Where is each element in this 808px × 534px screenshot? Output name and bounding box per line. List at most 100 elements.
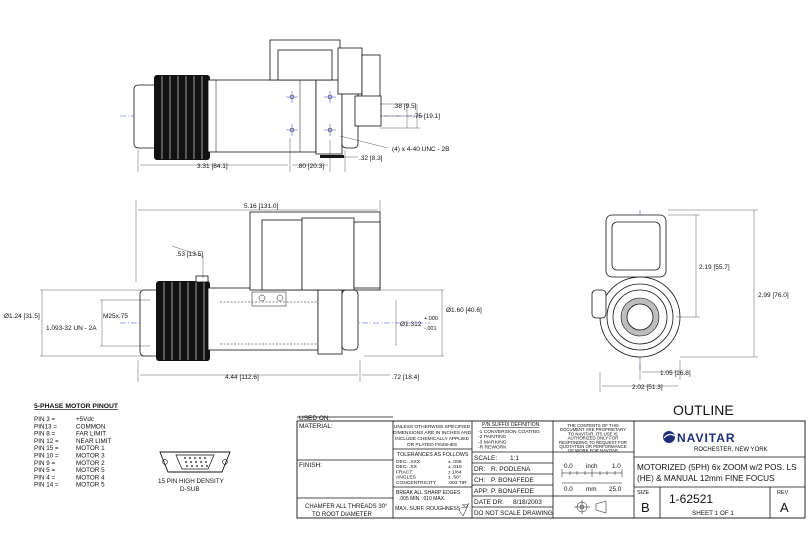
pin-number: PIN 14 = xyxy=(34,482,59,489)
pin-number: PIN 10 = xyxy=(34,453,59,460)
navitar-logo: NAVITAR xyxy=(663,431,736,445)
pin-number: PIN 4 = xyxy=(34,474,55,481)
dim-end-width-half: 1.05 [26.8] xyxy=(660,370,691,377)
pin-signal: MOTOR 4 xyxy=(76,474,105,481)
dim-lower-length: 4.44 [112.6] xyxy=(225,374,259,381)
approved-by-value: P. BONAFEDE xyxy=(491,488,535,495)
pin-signal: +5Vdc xyxy=(76,416,94,423)
dim-end-width-total: 2.02 [51.3] xyxy=(632,384,663,391)
pin-signal: NEAR LIMIT xyxy=(76,438,111,445)
top-view: 3.31 [84.1] .80 [20.3] .32 [8.3] .38 [9.… xyxy=(120,39,449,172)
scale-ruler xyxy=(561,469,623,484)
pin-signal: MOTOR 2 xyxy=(76,460,105,467)
pin-signal: COMMON xyxy=(76,423,106,430)
dim-hole-offset: .32 [8.3] xyxy=(359,155,383,162)
unless-line-1: UNLESS OTHERWISE SPECIFIED xyxy=(394,424,471,430)
projection-symbol-icon xyxy=(574,500,607,514)
drawn-by-value: R. PODLENA xyxy=(491,466,531,473)
company-name: NAVITAR xyxy=(677,431,736,445)
pinout-title: 5-PHASE MOTOR PINOUT xyxy=(34,403,119,410)
side-view: 5.16 [131.0] .53 [13.5] Ø1.24 [31.5] 1.0… xyxy=(4,200,482,382)
tolerances-title: TOLERANCES AS FOLLOWS xyxy=(397,452,469,458)
pin-number: PIN 8 = xyxy=(34,431,55,438)
pin-signal: MOTOR 5 xyxy=(76,482,105,489)
tolerance-key: ANGLES xyxy=(396,475,417,481)
tolerance-key: DEC. .XX xyxy=(396,464,418,470)
pin-signal: FAR LIMIT xyxy=(76,431,106,438)
suffix-item: -3 MARKING xyxy=(478,439,507,445)
pin-number: PIN 12 = xyxy=(34,438,59,445)
connector-label-line1: 15 PIN HIGH DENSITY xyxy=(158,478,225,485)
drawn-by-label: DR: xyxy=(474,466,485,473)
pin-signal: MOTOR 1 xyxy=(76,445,105,452)
tolerance-value: ± .005 xyxy=(448,459,462,465)
tolerance-key: FRACT. xyxy=(396,469,413,475)
pin-number: PIN13 = xyxy=(34,423,57,430)
dim-offset: .80 [20.3] xyxy=(297,163,324,170)
title-block: USED ON: MATERIAL: FINISH: CHAMFER ALL T… xyxy=(296,402,806,519)
proprietary-note: RESPONDING TO REQUEST FOR xyxy=(559,440,627,445)
scale-label: SCALE: xyxy=(474,455,497,462)
checked-by-label: CH: xyxy=(474,477,485,484)
dim-bore-tol-minus: -.001 xyxy=(424,326,437,332)
tolerance-value: ± 1/64 xyxy=(448,469,462,475)
size-value: B xyxy=(641,500,650,515)
dim-end-height-total: 2.99 [76.0] xyxy=(758,292,789,299)
chamfer-note-2: TO ROOT DIAMETER xyxy=(312,512,372,518)
ruler-mm-start: 0.0 xyxy=(564,486,573,493)
part-number: 1-62521 xyxy=(669,492,713,506)
ruler-mm-end: 25.0 xyxy=(609,486,622,493)
dim-hole-spacing-small: .38 [9.5] xyxy=(393,103,417,110)
checked-by-value: P. BONAFEDE xyxy=(491,477,535,484)
material-label: MATERIAL: xyxy=(299,423,333,430)
connector-label-line2: D-SUB xyxy=(180,486,200,493)
scale-value: 1:1 xyxy=(510,455,519,462)
proprietary-note: AUTHORIZED ONLY FOR xyxy=(568,436,619,441)
roughness-value: 32 xyxy=(462,504,468,510)
pin-number: PIN 3 = xyxy=(34,416,55,423)
pin-number: PIN 9 = xyxy=(34,460,55,467)
do-not-scale: DO NOT SCALE DRAWING xyxy=(474,510,553,517)
tolerance-value: .003 TIR xyxy=(448,480,467,486)
description-line-1: MOTORIZED (5PH) 6x ZOOM w/2 POS. LS xyxy=(637,463,797,472)
finish-label: FINISH: xyxy=(299,462,322,469)
dim-overall-length: 3.31 [84.1] xyxy=(197,163,228,170)
rev-value: A xyxy=(780,500,789,515)
dim-bore-tol-plus: +.000 xyxy=(424,316,438,322)
unless-line-4: OR PLATED FINISHES xyxy=(407,442,457,448)
size-label: SIZE xyxy=(637,490,650,496)
date-label: DATE DR: xyxy=(474,499,504,506)
suffix-title: P/N SUFFIX DEFINITION xyxy=(482,422,540,428)
used-on-label: USED ON: xyxy=(299,415,331,422)
suffix-item: -1 CONVERSION COATING xyxy=(478,429,540,435)
edges-note-2: .005 MIN. .010 MAX. xyxy=(399,496,445,502)
proprietary-note: DOCUMENT ARE PROPRIETARY xyxy=(560,427,626,432)
proprietary-note: THE CONTENTS OF THIS xyxy=(567,423,619,428)
dim-left-diameter: Ø1.24 [31.5] xyxy=(4,313,40,320)
end-view: 2.19 [55.7] 2.99 [76.0] 1.05 [26.8] 2.02… xyxy=(591,209,789,392)
unless-line-2: DIMENSIONS ARE IN INCHES AND xyxy=(393,430,472,436)
ruler-inch-end: 1.0 xyxy=(612,463,621,470)
sheet-count: SHEET 1 OF 1 xyxy=(692,510,734,517)
tolerance-key: DEC. .XXX xyxy=(396,459,421,465)
dim-metric-thread: M25x.75 xyxy=(103,313,128,320)
pin-signal: MOTOR 3 xyxy=(76,453,105,460)
rev-label: REV xyxy=(777,490,789,496)
sheet-title: OUTLINE xyxy=(673,402,734,418)
tolerance-value: ± .50° xyxy=(448,475,461,481)
dim-tapped-holes: (4) x 4-40 UNC - 2B xyxy=(392,146,449,153)
date-value: 8/18/2003 xyxy=(513,499,542,506)
dim-end-length: .72 [18.4] xyxy=(392,374,419,381)
pin-number: PIN 5 = xyxy=(34,467,55,474)
pin-signal: MOTOR 5 xyxy=(76,467,105,474)
edges-note-1: BREAK ALL SHARP EDGES xyxy=(396,490,461,496)
unless-line-3: INCLUDE CHEMICALLY APPLIED xyxy=(395,436,469,442)
dim-total-length: 5.16 [131.0] xyxy=(244,203,279,210)
proprietary-note: TO NAVITAR. ITS USE IS xyxy=(568,431,618,436)
dim-right-diameter: Ø1.60 [40.6] xyxy=(446,307,482,314)
roughness-label: MAX. SURF. ROUGHNESS: xyxy=(395,506,462,512)
proprietary-note: OF WORK FOR NAVITAR xyxy=(568,448,618,453)
approved-by-label: APP: xyxy=(474,488,489,495)
